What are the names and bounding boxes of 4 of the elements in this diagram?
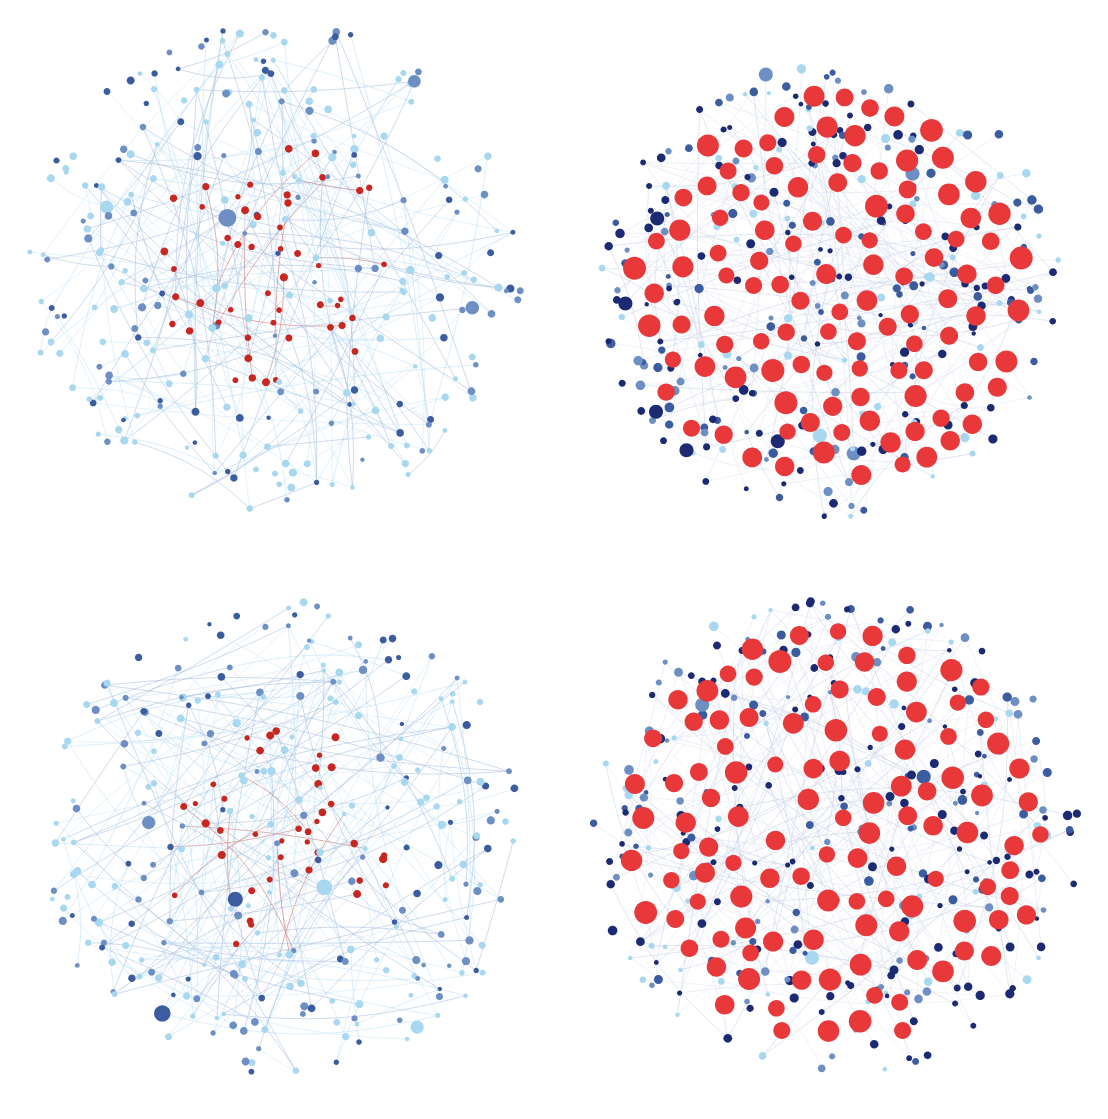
network-drawing [598,64,1061,519]
network-drawing [27,28,524,512]
network-drawing [589,597,1081,1073]
network-drawing [50,598,519,1075]
